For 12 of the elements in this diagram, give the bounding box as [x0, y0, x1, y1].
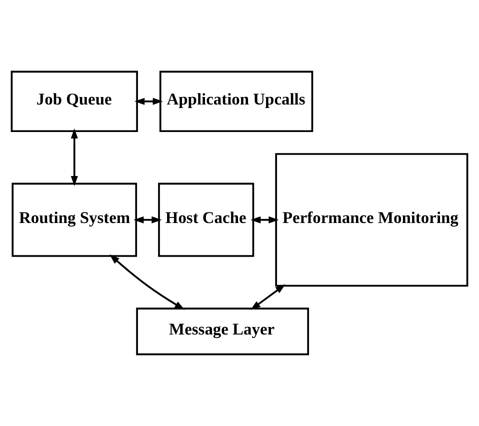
- node-box: Application Upcalls: [159, 70, 314, 132]
- arrow: [70, 128, 78, 186]
- arrow: [110, 254, 185, 310]
- node-box: Host Cache: [158, 182, 254, 257]
- node-box: Message Layer: [136, 308, 310, 356]
- arrow: [250, 284, 286, 310]
- node-box: Job Queue: [10, 70, 138, 132]
- arrow: [134, 98, 163, 105]
- node-box: Performance Monitoring: [275, 153, 468, 287]
- arrow: [250, 216, 279, 224]
- arrow: [134, 216, 162, 224]
- node-box: Routing System: [12, 182, 138, 257]
